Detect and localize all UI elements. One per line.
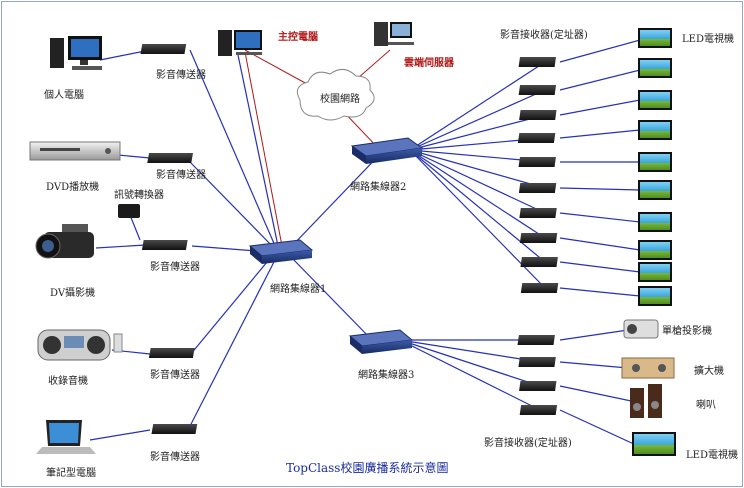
av-box-icon (517, 335, 555, 345)
hub1-label: 網路集線器1 (270, 282, 326, 295)
av-box-icon (517, 133, 556, 143)
av-box-icon (148, 348, 195, 358)
speaker-label: 喇叭 (696, 399, 716, 411)
transmitter-label-5: 影音傳送器 (150, 450, 200, 463)
transmitter-label-4: 影音傳送器 (150, 368, 200, 381)
hub3-label: 網路集線器3 (358, 368, 414, 381)
hub3 (348, 329, 414, 354)
led-tv-top-label: LED電視機 (682, 32, 734, 45)
signal-converter-icon (118, 204, 140, 218)
tv-icon (638, 28, 672, 48)
tv-icon (638, 240, 672, 260)
amplifier-icon (621, 357, 675, 379)
tv-icons (632, 28, 676, 456)
main-pc-label: 主控電腦 (278, 30, 318, 43)
receiver-bottom-label: 影音接收器(定址器) (484, 436, 572, 449)
av-box-icon (518, 157, 556, 167)
hub2-label: 網路集線器2 (350, 180, 406, 193)
tv-icon (638, 262, 672, 282)
camcorder-icon (35, 224, 94, 259)
cloud-icon (296, 69, 375, 121)
dvd-player-icon (29, 141, 121, 161)
tv-icon (632, 432, 676, 456)
dv-label: DV攝影機 (50, 286, 95, 299)
av-box-icon (518, 357, 556, 367)
tv-icon (638, 58, 672, 78)
desktop-computer-icon (50, 36, 102, 70)
campus-network-label: 校園網路 (320, 92, 360, 105)
projector-icon (623, 319, 659, 339)
tv-icon (638, 286, 672, 306)
boombox-icon (37, 329, 123, 361)
receiver-boxes-bottom (517, 335, 558, 415)
receiver-top-label: 影音接收器(定址器) (500, 28, 588, 41)
personal-pc-label: 個人電腦 (44, 88, 84, 101)
av-box-icon (519, 405, 558, 415)
cassette-label: 收錄音機 (48, 374, 88, 387)
av-box-icon (520, 257, 558, 267)
tv-icon (638, 120, 672, 140)
tv-icon (638, 152, 672, 172)
transmitter-label-2: 影音傳送器 (156, 168, 206, 181)
av-box-icon (520, 283, 559, 293)
main-computer-icon (218, 30, 262, 56)
dvd-label: DVD播放機 (46, 180, 99, 193)
diagram-title: TopClass校園廣播系統示意圖 (286, 460, 448, 475)
converter-label: 訊號轉換器 (114, 188, 164, 201)
led-tv-bottom-label: LED電視機 (686, 448, 738, 461)
av-box-icon (519, 233, 558, 243)
av-box-icon (140, 44, 187, 54)
hub2 (350, 137, 424, 164)
transmitter-label-1: 影音傳送器 (156, 68, 206, 81)
server-icon (374, 22, 414, 46)
av-box-icon (141, 240, 188, 250)
av-box-icon (519, 208, 557, 218)
av-box-icon (518, 57, 556, 67)
av-box-icon (151, 424, 198, 434)
av-box-icon (519, 381, 557, 391)
projector-label: 單槍投影機 (662, 324, 712, 337)
laptop-label: 筆記型電腦 (46, 466, 96, 479)
cloud-server-label: 雲端伺服器 (404, 56, 455, 69)
av-box-icon (519, 110, 557, 120)
av-box-icon (518, 85, 557, 95)
receiver-boxes-top (517, 57, 559, 293)
tv-icon (638, 180, 672, 200)
amplifier-label: 擴大機 (694, 364, 724, 377)
av-box-icon (147, 153, 194, 163)
laptop-icon (36, 420, 96, 454)
tv-icon (638, 90, 672, 110)
av-box-icon (518, 183, 557, 193)
hub1 (248, 239, 314, 264)
transmitter-boxes (140, 44, 198, 434)
transmitter-label-3: 影音傳送器 (150, 260, 200, 273)
connection-lines (89, 39, 641, 446)
speaker-icon (630, 384, 662, 418)
tv-icon (638, 212, 672, 232)
